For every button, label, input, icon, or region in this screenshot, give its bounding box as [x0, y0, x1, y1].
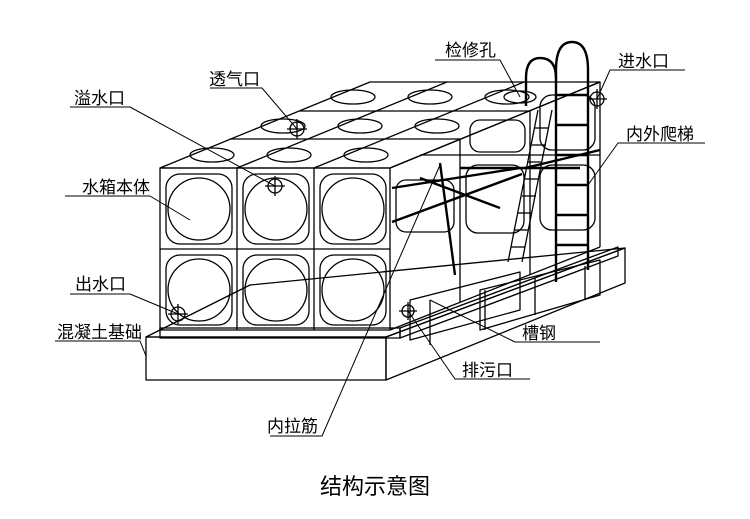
tank-top-face: [159, 81, 601, 169]
inspection-hole-icon: [503, 90, 537, 104]
label-inner-tie-bar: 内拉筋: [267, 417, 318, 437]
label-channel-steel: 槽钢: [522, 324, 556, 344]
label-water-inlet: 进水口: [618, 52, 669, 72]
inner-ladder: [507, 109, 553, 263]
label-concrete-base: 混凝土基础: [57, 323, 142, 343]
label-overflow-outlet: 溢水口: [74, 89, 125, 109]
label-ladder: 内外爬梯: [626, 125, 694, 145]
tank-right-face: [389, 81, 601, 331]
label-tank-body: 水箱本体: [82, 178, 150, 198]
inner-tie-bars: [391, 148, 601, 276]
diagram-caption: 结构示意图: [320, 475, 430, 500]
concrete-base: [145, 247, 626, 381]
label-inspection-hole: 检修孔: [445, 41, 496, 61]
outer-ladder: [524, 40, 590, 282]
channel-steel-beams: [159, 246, 619, 345]
label-water-outlet: 出水口: [75, 275, 126, 295]
label-vent: 透气口: [209, 70, 260, 90]
leader-lines: [55, 59, 705, 437]
label-drain-outlet: 排污口: [462, 361, 513, 381]
